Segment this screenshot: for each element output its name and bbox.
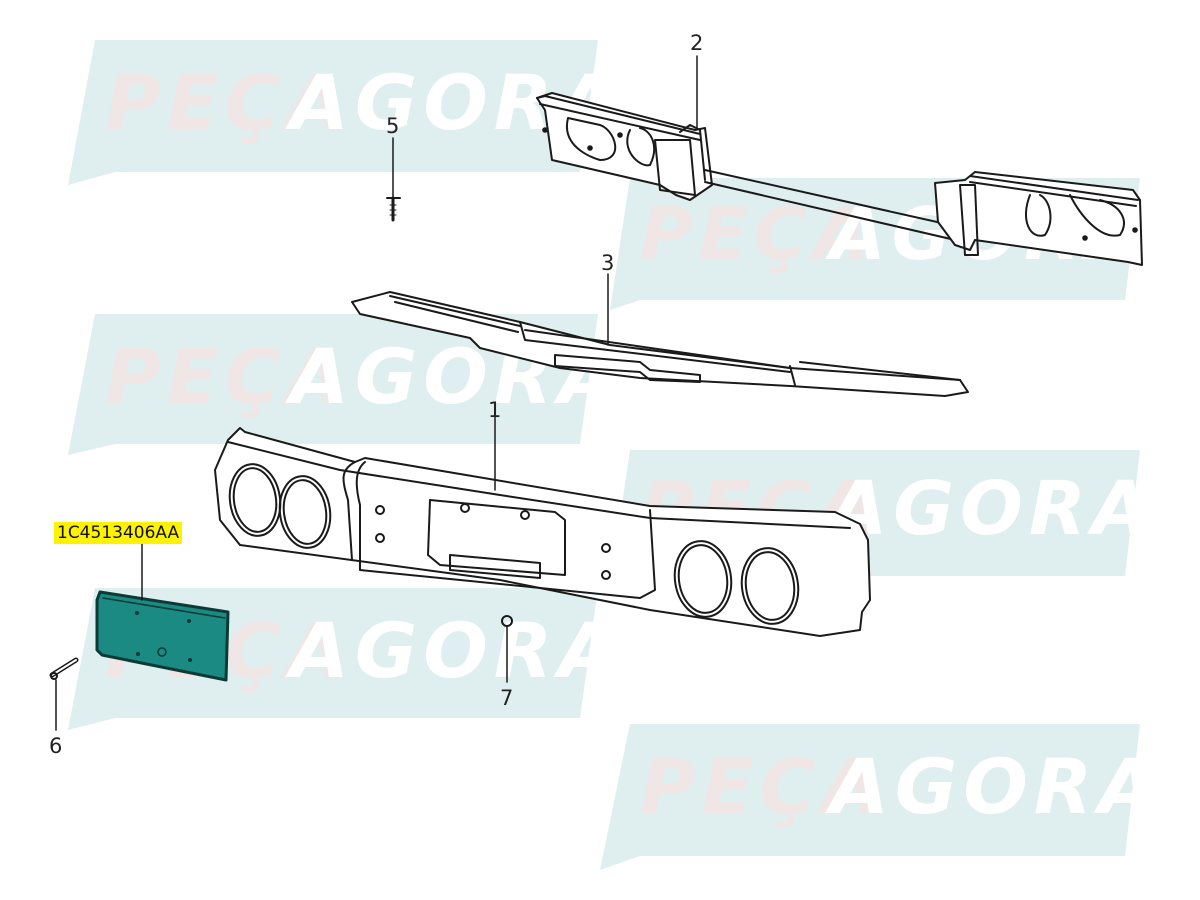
watermark-text-1a: PEÇA [105, 58, 352, 147]
callout-3[interactable]: 3 [601, 251, 615, 275]
watermark-text-3a: PEÇA [105, 332, 352, 421]
watermark-text-5b: AGORA [290, 606, 624, 695]
part-1-bumper-cover[interactable] [214, 427, 871, 637]
highlighted-part-license-bracket[interactable] [95, 590, 230, 682]
callout-5[interactable]: 5 [386, 114, 400, 138]
callout-1[interactable]: 1 [488, 398, 502, 422]
watermark-6 [600, 724, 1140, 870]
watermark-1 [68, 40, 598, 185]
callout-7[interactable]: 7 [500, 686, 514, 710]
callout-2[interactable]: 2 [690, 31, 704, 55]
part-5-screw[interactable] [386, 196, 401, 222]
callout-6[interactable]: 6 [49, 734, 63, 758]
watermark-text-2a: PEÇA [640, 192, 875, 276]
watermark-text-6b: AGORA [830, 742, 1164, 831]
part-number-label[interactable]: 1C4513406AA [54, 522, 183, 544]
watermark-text-4b: AGORA [830, 466, 1156, 552]
part-7-clip[interactable] [501, 615, 513, 627]
leader-lines [55, 55, 698, 731]
watermark-text-6a: PEÇA [640, 742, 887, 831]
part-2-reinforcement[interactable] [536, 92, 1143, 266]
part-6-screw[interactable] [49, 657, 79, 680]
part-3-absorber-strip[interactable] [351, 291, 969, 397]
watermark-3 [68, 314, 598, 455]
